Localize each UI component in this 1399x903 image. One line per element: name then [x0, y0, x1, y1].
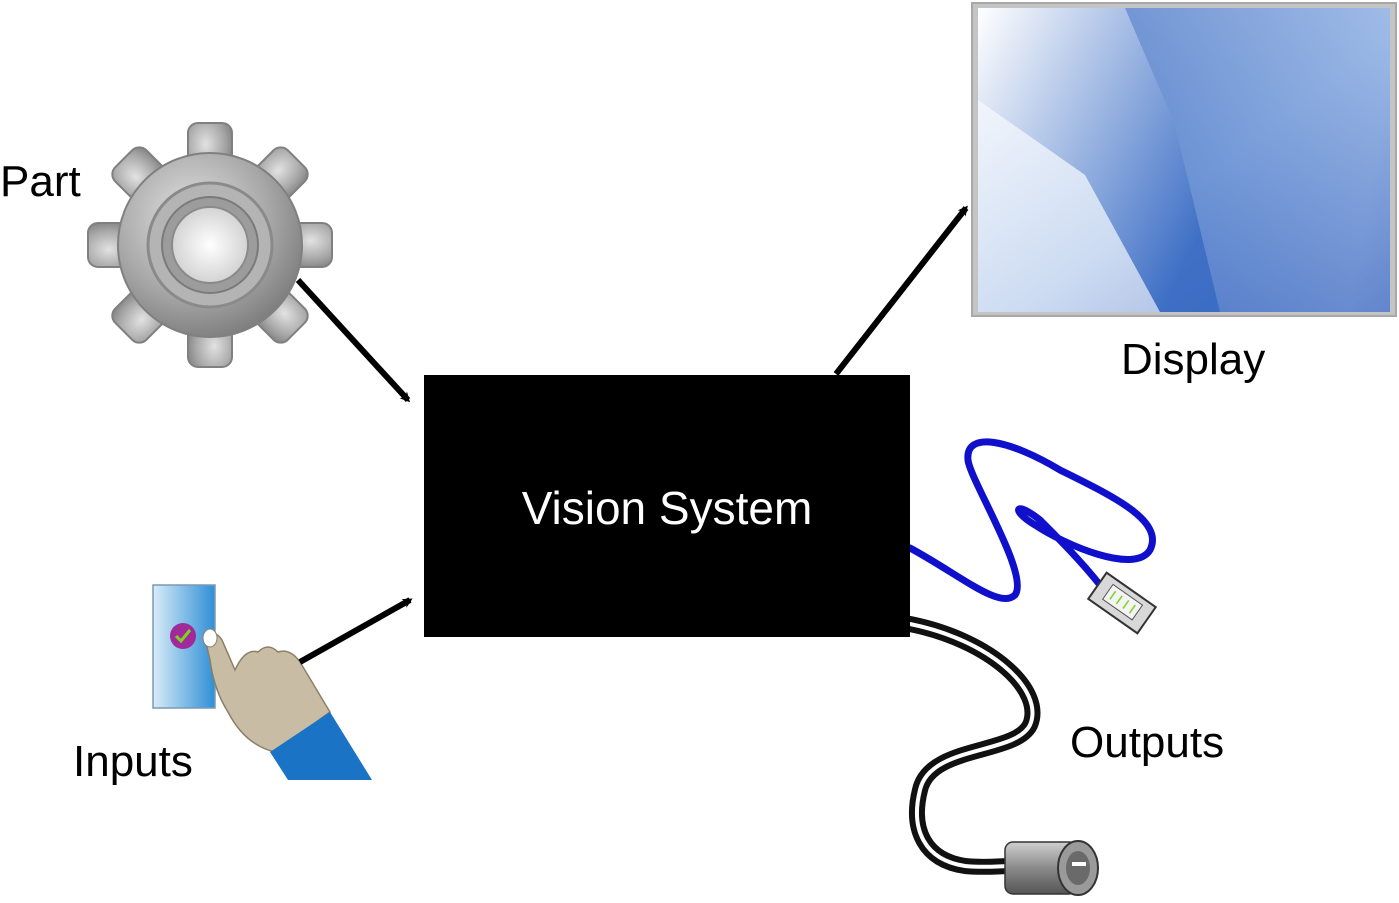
power-cable-icon [902, 616, 1099, 896]
vision-system-label: Vision System [521, 482, 813, 534]
arrow-part-to-vision [295, 277, 411, 403]
arrow-vision-to-display [833, 205, 969, 376]
part-label: Part [0, 157, 81, 206]
outputs-label: Outputs [1070, 718, 1225, 767]
vision-system-box: Vision System [424, 375, 910, 637]
gear-icon [87, 122, 333, 368]
monitor-screen-icon [971, 2, 1397, 317]
ethernet-cable-icon [906, 438, 1158, 635]
arrows [295, 205, 969, 665]
arrow-inputs-to-vision [298, 597, 413, 665]
hand-pressing-button-icon [152, 584, 372, 780]
display-label: Display [1121, 335, 1266, 384]
inputs-label: Inputs [73, 737, 193, 786]
